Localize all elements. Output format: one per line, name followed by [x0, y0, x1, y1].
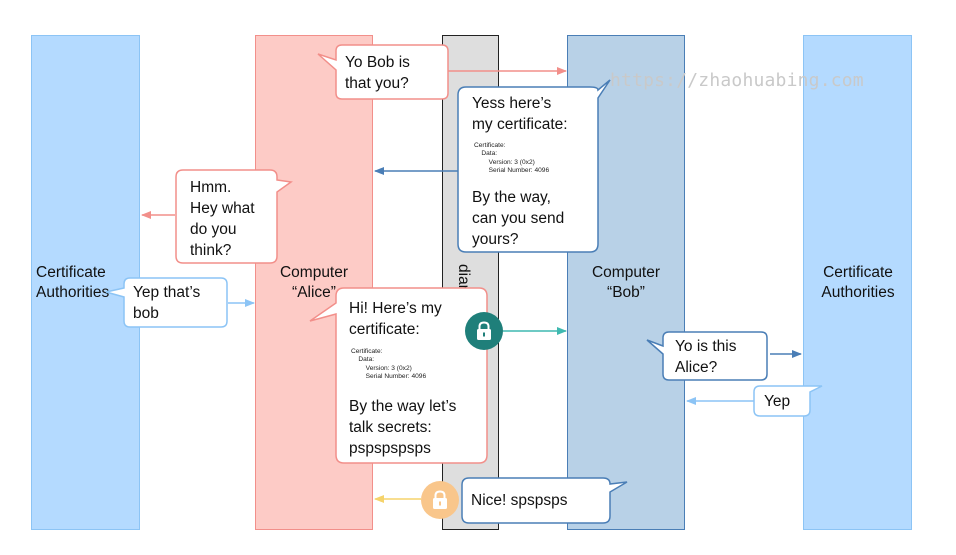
bubble-alice-secrets-text: By the way let’s talk secrets: pspspspsp… [349, 398, 457, 457]
lock-glyph [433, 490, 447, 509]
bubble-yo-alice [646, 331, 768, 381]
bubble-nice-text: Nice! spspsps [471, 492, 568, 509]
bubble-alice-certificate-intro: Hi! Here’s my certificate: [349, 300, 442, 338]
bubble-bob-certificate-intro: Yess here’s my certificate: [472, 95, 568, 133]
bubble-yep-bob-text: Yep that’s bob [133, 284, 201, 322]
bubble-yep-text: Yep [764, 393, 791, 410]
ca-left-label: Certificate Authorities [36, 264, 110, 301]
watermark-text: https://zhaohuabing.com [610, 70, 864, 91]
bubble-yo-alice-text: Yo is this Alice? [675, 338, 737, 376]
certificate-authorities-left-column [31, 35, 140, 530]
bubble-yo-bob [317, 44, 449, 100]
bubble-alice-certificate [309, 287, 488, 464]
bubble-yep-bob [105, 277, 228, 328]
ca-right-label: Certificate Authorities [821, 264, 895, 301]
certificate-authorities-right-column [803, 35, 912, 530]
bubble-hmm [175, 169, 293, 264]
lock-glyph [477, 321, 491, 340]
bubble-yo-bob-text: Yo Bob is that you? [345, 54, 410, 92]
bubble-hmm-text: Hmm. Hey what do you think? [190, 179, 255, 259]
bubble-bob-ask-text: By the way, can you send yours? [472, 189, 565, 248]
bubble-bob-certificate [457, 79, 611, 253]
bubble-nice [461, 477, 628, 524]
bubble-yep [753, 385, 823, 417]
lock-icon [421, 481, 459, 519]
bob-certificate-detail: Certificate: Data: Version: 3 (0x2) Seri… [474, 142, 550, 175]
alice-label: Computer “Alice” [279, 264, 349, 301]
lock-icon [465, 312, 503, 350]
bob-label: Computer “Bob” [591, 264, 661, 301]
alice-certificate-detail: Certificate: Data: Version: 3 (0x2) Seri… [351, 348, 427, 381]
